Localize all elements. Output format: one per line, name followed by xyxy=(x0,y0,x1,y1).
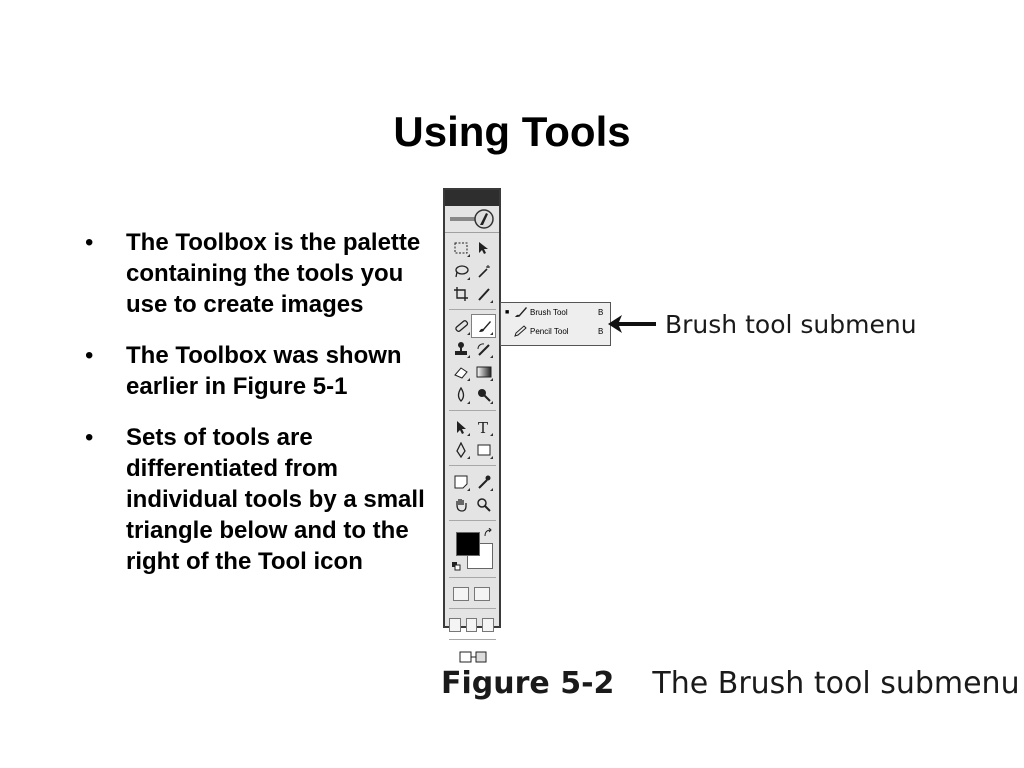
slice-icon[interactable] xyxy=(472,283,495,305)
svg-text:T: T xyxy=(478,419,488,435)
submenu-item-label: Pencil Tool xyxy=(530,327,569,336)
mask-mode-row xyxy=(449,583,496,605)
move-icon[interactable] xyxy=(472,237,495,259)
path-selection-icon[interactable] xyxy=(449,416,472,438)
swap-colors-icon[interactable] xyxy=(483,528,493,538)
shortcut-key: B xyxy=(598,327,604,336)
figure-number: Figure 5-2 xyxy=(441,666,615,701)
pen-icon[interactable] xyxy=(449,439,472,461)
default-colors-icon[interactable] xyxy=(452,562,462,572)
clone-stamp-icon[interactable] xyxy=(449,338,472,360)
standard-mode-icon[interactable] xyxy=(453,587,469,601)
lasso-icon[interactable] xyxy=(449,260,472,282)
gradient-icon[interactable] xyxy=(472,361,495,383)
callout-arrow-icon xyxy=(608,315,656,333)
pencil-icon xyxy=(514,324,527,337)
bullet-dot: • xyxy=(85,424,94,451)
brush-icon xyxy=(515,306,527,317)
brush-submenu: ■ Brush Tool B Pencil Tool B xyxy=(500,302,611,346)
screen-mode-row xyxy=(449,614,496,636)
shortcut-key: B xyxy=(598,308,604,317)
bullet-dot: • xyxy=(85,229,94,256)
bullet-item: • The Toolbox was shown earlier in Figure… xyxy=(85,340,425,402)
foreground-color-swatch[interactable] xyxy=(456,532,480,556)
color-swatches xyxy=(449,526,496,574)
brush-icon[interactable] xyxy=(471,314,496,338)
submenu-item-pencil-tool[interactable]: Pencil Tool B xyxy=(501,322,610,341)
standard-screen-icon[interactable] xyxy=(449,618,461,632)
marquee-icon[interactable] xyxy=(449,237,472,259)
zoom-icon[interactable] xyxy=(472,494,495,516)
hand-icon[interactable] xyxy=(449,494,472,516)
bullet-text: The Toolbox is the palette containing th… xyxy=(126,229,421,318)
toolbox-palette: T xyxy=(443,188,501,663)
eraser-icon[interactable] xyxy=(449,361,472,383)
notes-icon[interactable] xyxy=(449,471,472,493)
submenu-item-label: Brush Tool xyxy=(530,308,568,317)
type-icon[interactable]: T xyxy=(472,416,495,438)
bullet-text: Sets of tools are differentiated from in… xyxy=(126,424,425,575)
feather-logo-icon xyxy=(450,209,494,229)
bullet-dot: • xyxy=(85,342,94,369)
jump-to-imageready-icon[interactable] xyxy=(458,649,488,665)
full-screen-icon[interactable] xyxy=(482,618,495,632)
full-screen-menu-icon[interactable] xyxy=(465,618,478,632)
toolbox-title-bar xyxy=(445,190,499,206)
bullet-text: The Toolbox was shown earlier in Figure … xyxy=(126,342,402,400)
shape-icon[interactable] xyxy=(472,439,495,461)
bullet-item: • The Toolbox is the palette containing t… xyxy=(85,227,425,320)
callout-label: Brush tool submenu xyxy=(665,310,917,339)
blur-icon[interactable] xyxy=(449,384,472,406)
slide-title: Using Tools xyxy=(393,108,631,155)
figure-caption: Figure 5-2 The Brush tool submenu xyxy=(441,666,1020,701)
toolbox-logo xyxy=(445,206,499,233)
healing-brush-icon[interactable] xyxy=(449,315,472,337)
tool-grid: T xyxy=(445,233,499,669)
bullet-list: • The Toolbox is the palette containing t… xyxy=(85,227,425,597)
eyedropper-icon[interactable] xyxy=(472,471,495,493)
quick-mask-icon[interactable] xyxy=(474,587,490,601)
crop-icon[interactable] xyxy=(449,283,472,305)
dodge-icon[interactable] xyxy=(472,384,495,406)
magic-wand-icon[interactable] xyxy=(472,260,495,282)
figure-caption-text: The Brush tool submenu xyxy=(652,666,1020,701)
submenu-item-brush-tool[interactable]: ■ Brush Tool B xyxy=(501,303,610,322)
selected-marker: ■ xyxy=(505,309,510,316)
bullet-item: • Sets of tools are differentiated from i… xyxy=(85,422,425,577)
jump-row xyxy=(449,645,496,669)
history-brush-icon[interactable] xyxy=(472,338,495,360)
